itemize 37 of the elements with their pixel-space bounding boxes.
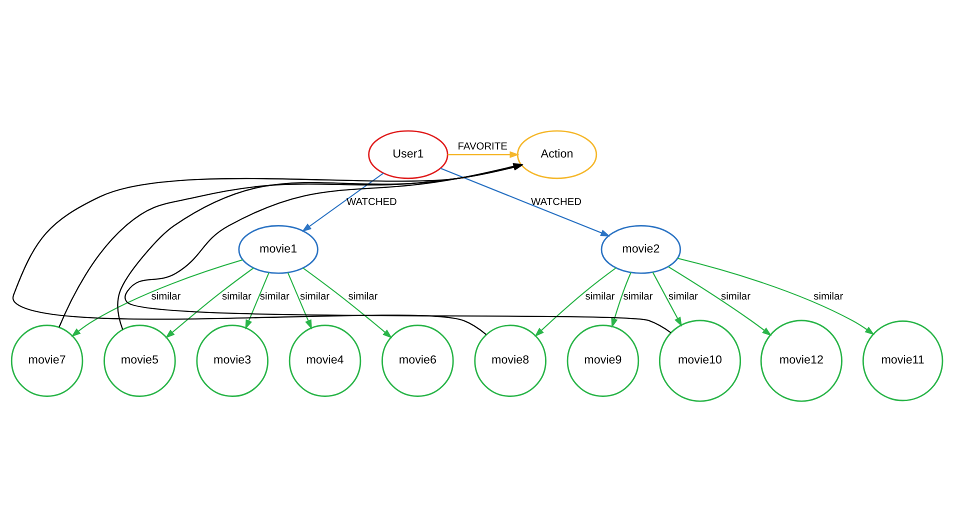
node-ellipse: movie1 xyxy=(238,224,318,274)
arrow xyxy=(440,167,610,236)
arrow xyxy=(71,258,243,336)
edge-label: similar xyxy=(348,291,378,302)
edge-label: similar xyxy=(585,291,615,302)
arrow xyxy=(534,266,616,336)
arrow xyxy=(125,162,672,333)
node-circle: movie3 xyxy=(196,324,269,397)
node-ellipse: User1 xyxy=(368,130,448,179)
arrow xyxy=(287,272,312,329)
node-circle: movie7 xyxy=(10,324,84,397)
node-circle: movie10 xyxy=(658,319,742,402)
edge-label: similar xyxy=(668,291,698,302)
arrow xyxy=(668,266,772,336)
arrow xyxy=(302,267,392,338)
edge-label: similar xyxy=(260,291,290,302)
edge-label: FAVORITE xyxy=(458,141,508,152)
node-ellipse: Action xyxy=(516,130,598,179)
arrow xyxy=(245,272,270,329)
edge-label: similar xyxy=(721,291,750,302)
arrow xyxy=(678,257,875,335)
arrow xyxy=(165,267,254,338)
arrow xyxy=(652,271,682,326)
arrow xyxy=(611,272,632,328)
node-circle: movie4 xyxy=(288,324,362,397)
edge-label: similar xyxy=(151,291,181,302)
edge-label: similar xyxy=(300,291,330,302)
edge-label: WATCHED xyxy=(346,196,397,208)
node-circle: movie11 xyxy=(862,320,944,401)
arrow xyxy=(302,172,384,232)
edge-label: similar xyxy=(623,291,653,302)
edge-label: similar xyxy=(814,291,844,302)
node-circle: movie8 xyxy=(474,324,546,397)
arrow xyxy=(448,150,520,158)
node-circle: movie9 xyxy=(566,324,640,397)
edge-label: WATCHED xyxy=(531,196,582,208)
edge-label: similar xyxy=(222,291,252,302)
